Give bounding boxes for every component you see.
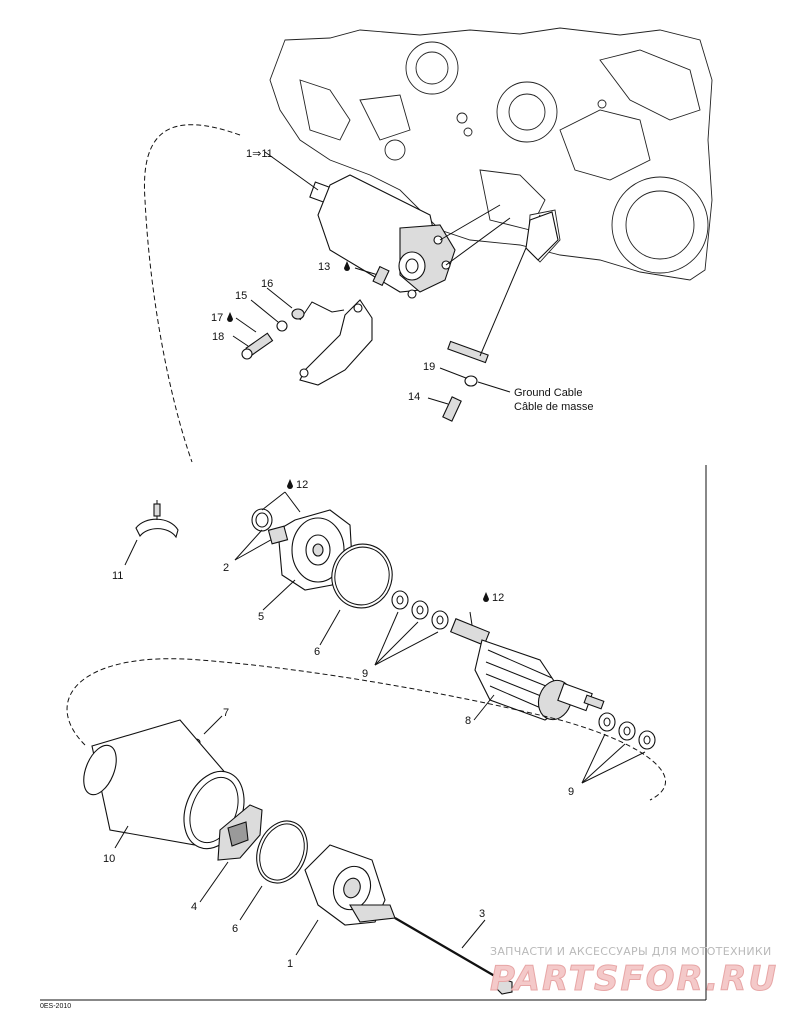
end-cover-1	[304, 844, 396, 926]
label-16: 16	[261, 278, 273, 290]
ground-cable-label: Ground Cable	[514, 387, 583, 399]
label-9a: 9	[362, 668, 368, 680]
assembly-label: 1⇒11	[246, 148, 273, 160]
washers-9-lower	[598, 712, 656, 750]
engine-block	[269, 27, 713, 281]
brush-plate-4	[217, 804, 263, 861]
label-5: 5	[258, 611, 264, 623]
label-4: 4	[191, 901, 197, 913]
starter-motor-assembly	[309, 174, 511, 299]
assembly-dashed-line-bottom	[66, 658, 666, 801]
label-15: 15	[235, 290, 247, 302]
drop-icon-17	[227, 312, 233, 322]
label-11: 11	[112, 570, 123, 582]
nut-16	[291, 308, 305, 320]
label-12b: 12	[492, 592, 504, 604]
o-rings-2	[251, 508, 273, 532]
assembly-dashed-line-top	[143, 124, 241, 463]
figure-code: 0ES-2010	[40, 1003, 71, 1010]
label-8: 8	[465, 715, 471, 727]
armature-8	[449, 618, 605, 721]
watermark-brand: PARTSFOR.RU	[490, 959, 778, 999]
drop-icon-12b	[483, 592, 489, 602]
label-19: 19	[423, 361, 435, 373]
label-6b: 6	[232, 923, 238, 935]
label-17: 17	[211, 312, 223, 324]
o-ring-6-upper	[331, 543, 393, 609]
label-6a: 6	[314, 646, 320, 658]
label-12a: 12	[296, 479, 308, 491]
drop-icon-13	[344, 261, 350, 271]
ground-cable	[442, 211, 559, 422]
label-10: 10	[103, 853, 115, 865]
label-1: 1	[287, 958, 293, 970]
drop-icon-12a	[287, 479, 293, 489]
watermark-text: ЗАПЧАСТИ И АКСЕССУАРЫ ДЛЯ МОТОТЕХНИКИ	[490, 945, 772, 958]
label-3: 3	[479, 908, 485, 920]
bolt-18	[241, 332, 274, 360]
label-18: 18	[212, 331, 224, 343]
end-housing-5	[267, 509, 353, 591]
o-ring-6-lower	[256, 820, 308, 884]
through-bolt-3	[394, 917, 513, 995]
bolt-13	[372, 265, 390, 287]
bracket	[299, 299, 373, 386]
ground-cable-label-fr: Câble de masse	[514, 401, 594, 413]
label-7: 7	[223, 707, 229, 719]
washer-15	[276, 320, 288, 332]
label-14: 14	[408, 391, 420, 403]
washers-9-upper	[391, 590, 449, 630]
brush-holder-11	[135, 500, 179, 539]
label-2: 2	[223, 562, 229, 574]
label-9b: 9	[568, 786, 574, 798]
label-13: 13	[318, 261, 330, 273]
